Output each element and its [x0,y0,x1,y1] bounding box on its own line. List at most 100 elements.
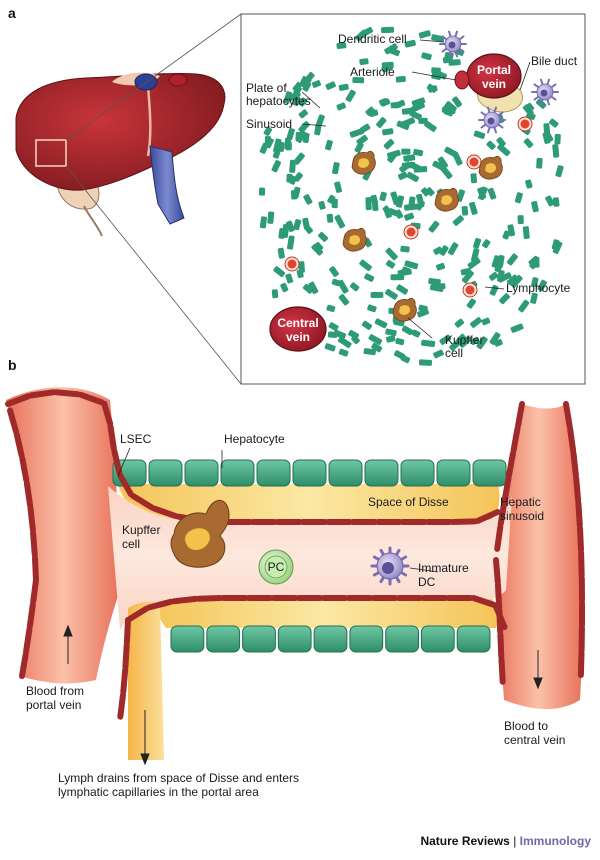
hepatocyte [313,625,348,653]
hepatocyte-segment [411,97,426,107]
hepatocyte-segment [548,118,559,128]
hepatocyte-segment [401,325,414,336]
panel-a-leader-lines [301,39,531,339]
endothelial-cell [563,401,573,429]
liver-organ [15,72,226,237]
endothelial-cell [498,656,506,685]
hepatocyte-segment [418,30,431,39]
hepatocyte-segment [428,277,441,286]
hepatocyte-segment [502,230,511,240]
liver-ligament [146,85,152,157]
panel-b: b PC [5,357,585,799]
leader-lsec [117,447,131,477]
hepatocyte-segment [460,267,472,276]
hepatocyte [400,459,435,487]
hepatocyte-segment [406,171,419,183]
panel-b-letter: b [8,357,17,373]
hepatocyte-segment [334,214,346,229]
endothelial-cell [515,401,525,429]
hepatocyte-segment [404,203,418,211]
hepatocyte-segment [302,81,312,92]
label-pc: PC [268,560,285,574]
endothelial-cell [122,642,130,670]
hepatocyte-segment [286,173,293,183]
hepatocyte-segment [315,114,325,128]
hepatocyte-segment [466,298,477,309]
hepatocyte-segment [401,162,416,169]
hepatocyte-segment [496,137,506,147]
hepatocyte-segment [491,255,501,269]
portal-triad: Portal vein [454,53,523,113]
hepatocyte-segment [421,52,432,61]
endothelial-cell [130,493,155,511]
hepatocyte-segment [359,26,374,38]
endothelial-cell [30,530,38,558]
hepatocyte-segment [336,42,347,50]
hepatocyte-segment [298,261,305,273]
hepatocyte-segment [288,90,301,101]
journal-name: Immunology [519,834,591,848]
central-vein: Central vein [269,306,327,352]
hepatocyte-segment [382,128,394,136]
label-lymph-line2: lymphatic capillaries in the portal area [58,785,259,799]
hepatocyte-segment [401,266,411,275]
endothelial-cell [577,525,584,554]
arrow-head-lymph [140,753,150,766]
hepatocyte-segment [404,212,415,221]
hepatocyte-segment [444,101,457,113]
hepatocyte-segment [385,335,396,343]
leader-arteriole [411,71,457,81]
hepatocyte-segment [432,283,446,291]
leader-sinusoid [301,123,327,127]
leader-dendritic [419,39,445,43]
endothelial-cell [449,518,478,525]
hepatocyte [328,459,363,487]
hepatocyte-segment [305,72,315,82]
hepatocyte [349,625,384,653]
endothelial-cell [111,448,123,476]
hepatocyte-segment [461,270,474,284]
hepatocyte [206,625,241,653]
hepatocyte-segment [397,171,408,180]
hepatocyte-segment [439,334,452,345]
hepatocyte-segment [381,63,394,73]
endothelial-cell [170,595,199,605]
endothelial-cell [474,509,501,524]
lobule-cells [284,30,559,322]
hepatocyte-segment [349,128,364,138]
hepatocyte-segment [354,142,364,153]
hepatocyte-segment [487,187,497,200]
label-blood-from-line2: portal vein [26,698,81,712]
hepatocyte-segment [259,216,268,229]
kupffer-cell-small [342,227,367,252]
endothelial-cell [146,598,174,611]
hepatocyte-segment [326,213,334,223]
zoom-line-top [65,13,242,141]
hepatocyte-segment [387,153,397,163]
hepatocyte-segment [425,187,435,197]
endothelial-cell [470,595,497,608]
label-hepatic-sinusoid-line2: sinusoid [500,509,544,523]
hepatocyte-segment [478,186,488,201]
hepatocyte-segment [326,304,336,313]
endothelial-cell [567,425,577,454]
hepatocyte-segment [278,227,286,239]
leader-immature-dc [409,567,439,573]
hepatocyte-segment [411,329,421,338]
hepatocyte-segment [454,318,465,328]
hepatocyte-segment [285,220,295,233]
kupffer-cell-small [478,155,503,180]
label-blood-to-line2: central vein [504,733,565,747]
hepatocyte-segment [333,329,347,340]
hepatocyte-segment [365,197,372,211]
hepatocyte-segment [259,187,266,196]
hepatocyte-segment [385,247,398,261]
hepatocyte-segment [543,123,551,136]
hepatocyte-segment [396,284,409,295]
hepatocyte-segment [452,96,463,108]
hepatocyte-segment [271,289,279,299]
hepatocyte-segment [383,138,395,150]
hepatocyte-segment [263,126,273,136]
dendritic-cell-small [531,78,559,106]
